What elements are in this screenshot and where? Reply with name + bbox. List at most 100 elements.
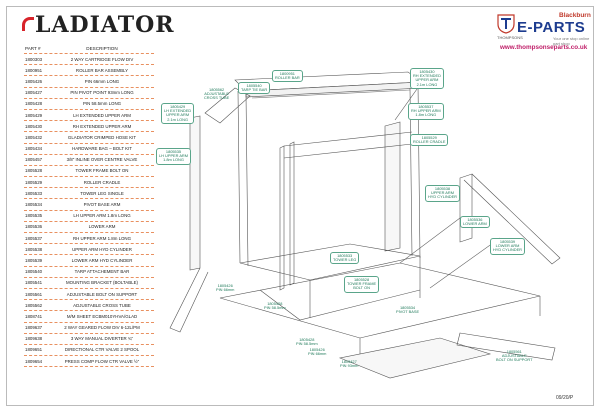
table-row: 1805457 3/8" INLINE OVER CENTRE VALVE xyxy=(24,155,154,166)
part-description: 3 WAY MANUAL DIVERTER ¾" xyxy=(70,336,134,342)
part-description: LOWER ARM HYD CYLINDER xyxy=(71,257,133,263)
part-description: TOWER FRAME BOLT ON xyxy=(75,168,129,174)
callout-tarp-tie-bar: 1805540 TARP TIE BAR xyxy=(238,82,271,95)
callout-pin-93: 1805427 PIN 93mm xyxy=(340,359,359,369)
part-number: 1800303 xyxy=(25,56,43,62)
part-number: 1805534 xyxy=(25,202,43,208)
callout-pin-58-a: 1805428 PIN 58.5mm xyxy=(264,301,286,311)
part-number: 1805537 xyxy=(25,235,43,241)
part-number: 1805561 xyxy=(25,291,43,297)
part-number: 1805457 xyxy=(25,157,43,163)
part-number: 1809651 xyxy=(25,347,43,353)
part-description: UPPER ARM HYD CYLINDER xyxy=(72,246,132,252)
part-description: ROLLER BAR ASSEMBLY xyxy=(75,67,129,73)
part-number: 1805536 xyxy=(25,224,43,230)
part-description: HARDWARE BAG – BOLT KIT xyxy=(72,146,132,152)
table-row: 1805539 LOWER ARM HYD CYLINDER xyxy=(24,255,154,267)
callout-lh-extended-upper-arm: 1805429 LH EXTENDED UPPER ARM 2.1m LONG xyxy=(161,103,195,124)
part-number: 1805529 xyxy=(25,179,43,185)
part-description: TARP ATTACHEMENT BAR xyxy=(74,269,130,275)
eparts-brand: Blackburn E-PARTS THOMPSONS Your one sto… xyxy=(497,12,595,52)
brand-eparts: E-PARTS xyxy=(517,19,586,36)
gladiator-logo: LADIATOR xyxy=(22,12,175,38)
callout-pin-58-b: 1805428 PIN 58.5mm xyxy=(296,337,318,347)
part-number: 1805535 xyxy=(25,213,43,219)
part-description: ADJUSTABLE BOLT ON SUPPORT xyxy=(66,291,138,297)
part-number: 1805541 xyxy=(25,280,43,286)
part-description: DIRECTIONAL CTR VALVE 2 SPOOL xyxy=(64,347,140,353)
table-row: 1805534 PIVOT BASE ARM xyxy=(24,199,154,211)
table-row: 1805561 ADJUSTABLE BOLT ON SUPPORT xyxy=(24,289,154,301)
table-row: 1805533 TOWER LEG SINGLE xyxy=(24,188,154,200)
callout-rh-extended-upper-arm: 1805430 RH EXTENDED UPPER ARM 2.1m LONG xyxy=(410,68,444,89)
part-number: 1805427 xyxy=(25,90,43,96)
exploded-diagram: 1800951 ROLLER BAR 1805540 TARP TIE BAR … xyxy=(156,58,570,393)
part-number: 1808741 xyxy=(25,313,43,319)
table-row: 1809638 3 WAY MANUAL DIVERTER ¾" xyxy=(24,334,154,345)
table-row: 1800303 2 WAY CARTRIDGE FLOW DIV xyxy=(24,54,154,66)
table-row: 1805434 HARDWARE BAG – BOLT KIT xyxy=(24,144,154,155)
callout-pin-66-b: 1805426 PIN 66mm xyxy=(308,347,327,357)
part-number: 1805533 xyxy=(25,190,43,196)
thompsons-shield-icon xyxy=(497,14,515,34)
page-border xyxy=(6,6,594,406)
part-description: PIN PIVOT POINT 93mm LONG xyxy=(70,90,134,96)
part-description: 3/8" INLINE OVER CENTRE VALVE xyxy=(66,157,138,163)
callout-lower-arm-cylinder: 1805539 LOWER ARM HYD CYLINDER xyxy=(490,238,525,255)
website-link[interactable]: www.thompsonseparts.co.uk xyxy=(500,44,588,51)
table-row: 1805537 RH UPPER ARM 1.8m LONG xyxy=(24,233,154,245)
part-number: 1805428 xyxy=(25,101,43,107)
table-row: 1808741 M/M SHEET ECBM010YHVA/GLAD xyxy=(24,311,154,323)
table-row: 1805529 ROLLER CRADLE xyxy=(24,177,154,189)
callout-rh-upper-arm: 1805537 RH UPPER ARM 1.8m LONG xyxy=(408,103,444,120)
part-number: 1805434 xyxy=(25,146,43,152)
part-description: M/M SHEET ECBM010YHVA/GLAD xyxy=(66,313,138,319)
table-row: 1805538 UPPER ARM HYD CYLINDER xyxy=(24,244,154,256)
callout-pivot-base: 1805534 PIVOT BASE xyxy=(396,305,420,315)
callout-adjustable-support: 1805561 ADJUSTABLE BOLT ON SUPPORT xyxy=(496,349,533,363)
part-description: RH EXTENDED UPPER ARM xyxy=(72,123,132,129)
part-number: 1805540 xyxy=(25,269,43,275)
part-number: 1805539 xyxy=(25,257,43,263)
col-part: PART # xyxy=(25,45,41,51)
part-number: 1805528 xyxy=(25,168,43,174)
part-description: PRESS COMP FLOW CTR VALVE ½" xyxy=(64,358,140,364)
logo-text: LADIATOR xyxy=(35,12,175,38)
table-row: 1805528 TOWER FRAME BOLT ON xyxy=(24,166,154,178)
part-description: ROLLER CRADLE xyxy=(83,179,121,185)
brand-thompsons: THOMPSONS xyxy=(497,35,523,40)
part-description: TOWER LEG SINGLE xyxy=(80,190,124,196)
brand-blackburn: Blackburn xyxy=(559,12,591,19)
callout-lh-upper-arm: 1805535 LH UPPER ARM 1.8m LONG xyxy=(156,148,191,165)
callout-pin-66-a: 1805426 PIN 66mm xyxy=(216,283,235,293)
callout-lower-arm: 1805536 LOWER ARM xyxy=(460,216,490,229)
part-description: PIN 66mm LONG xyxy=(84,78,120,84)
part-number: 1805432 xyxy=(25,134,43,140)
part-number: 1809638 xyxy=(25,336,43,342)
callout-tower-leg: 1805533 TOWER LEG xyxy=(330,252,360,265)
part-number: 1805562 xyxy=(25,302,43,308)
table-row: 1809651 DIRECTIONAL CTR VALVE 2 SPOOL xyxy=(24,345,154,357)
brand-tagline: Your one stop online part shop xyxy=(553,36,590,46)
part-description: RH UPPER ARM 1.8m LONG xyxy=(72,235,132,241)
part-description: PIVOT BASE ARM xyxy=(83,202,121,208)
col-description: DESCRIPTION xyxy=(86,45,118,51)
part-number: 1805538 xyxy=(25,246,43,252)
callout-roller-bar: 1800951 ROLLER BAR xyxy=(272,70,303,83)
table-row: 1805540 TARP ATTACHEMENT BAR xyxy=(24,267,154,278)
part-number: 1805429 xyxy=(25,112,43,118)
part-description: GLADIATOR CRIMPED HOSE KIT xyxy=(67,134,137,140)
callout-adjustable-cross-tube: 1805562 ADJUSTABLE CROSS TUBE xyxy=(204,87,230,101)
table-row: 1805535 LH UPPER ARM 1.8m LONG xyxy=(24,211,154,222)
part-description: 2 WAY CARTRIDGE FLOW DIV xyxy=(70,56,134,62)
part-description: LH UPPER ARM 1.8m LONG xyxy=(73,213,131,219)
